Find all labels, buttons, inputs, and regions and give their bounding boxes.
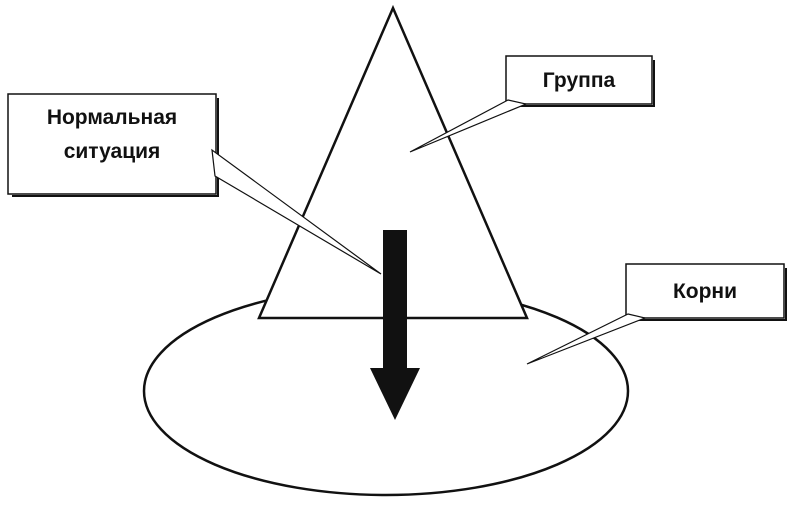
callout-roots-box	[625, 263, 785, 319]
callout-normal-box	[7, 93, 217, 195]
callout-normal-line1: Нормальная	[47, 106, 177, 129]
callout-normal-situation: Нормальная ситуация	[7, 93, 382, 275]
callout-group: Группа	[409, 55, 655, 153]
callout-group-box	[505, 55, 653, 105]
callout-roots: Корни	[526, 263, 787, 365]
callout-group-label: Группа	[543, 69, 616, 92]
callout-group-shadow	[510, 60, 655, 107]
callout-normal-shadow	[12, 98, 219, 197]
callout-roots-pointer	[526, 313, 648, 365]
callout-normal-pointer	[211, 148, 382, 275]
callout-roots-shadow	[630, 268, 787, 321]
down-arrow-icon	[370, 230, 420, 420]
callout-roots-label: Корни	[673, 280, 737, 303]
callout-normal-line2: ситуация	[64, 140, 161, 163]
callout-group-pointer	[409, 99, 528, 153]
